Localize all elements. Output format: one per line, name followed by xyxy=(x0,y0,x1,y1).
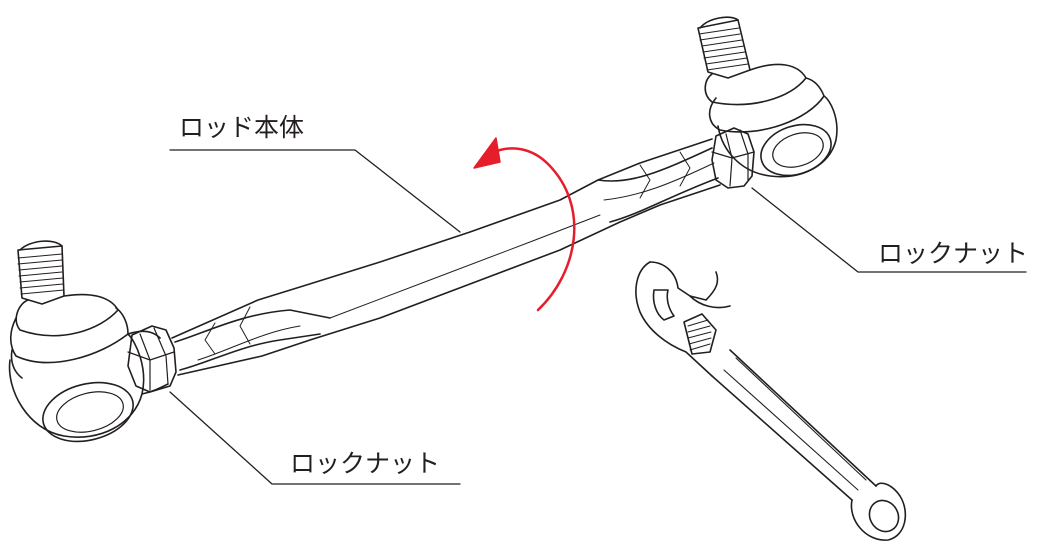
rod-body xyxy=(171,138,721,376)
adjustable-wrench-icon xyxy=(635,261,907,541)
leader-rod-body xyxy=(169,149,461,233)
leader-lock-nut-right xyxy=(751,187,1027,273)
lock-nut-right-label: ロックナット xyxy=(878,239,1029,268)
leader-lock-nut-left xyxy=(169,391,461,485)
counterclockwise-arrow-icon xyxy=(473,137,576,312)
leader-lines xyxy=(169,149,1027,485)
right-lock-nut xyxy=(711,127,755,189)
left-rod-end xyxy=(8,240,169,443)
left-lock-nut xyxy=(127,325,177,393)
rod-body-label: ロッド本体 xyxy=(179,113,305,142)
right-rod-end xyxy=(697,16,838,178)
lock-nut-left-label: ロックナット xyxy=(290,449,441,478)
